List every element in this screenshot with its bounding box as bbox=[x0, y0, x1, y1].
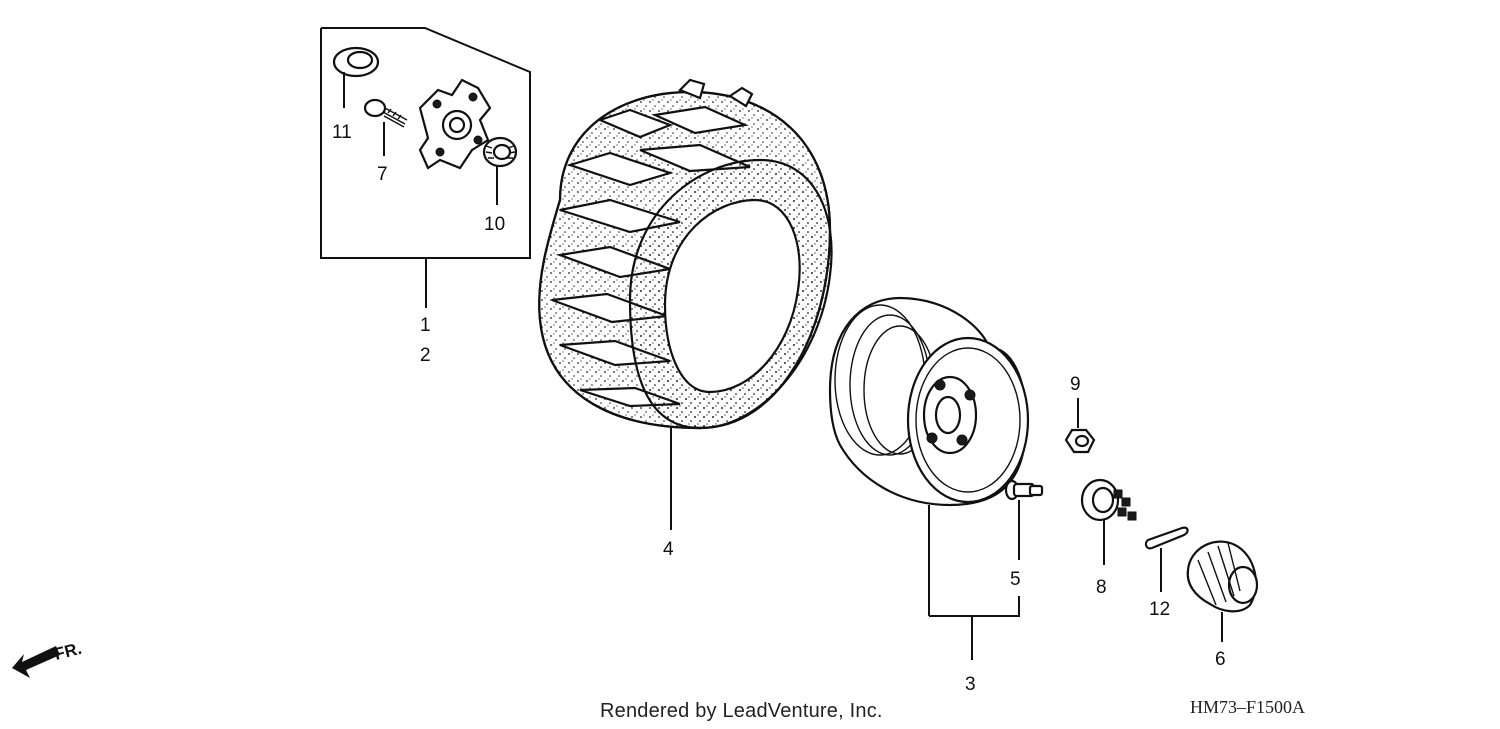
wheel-nut-icon[interactable] bbox=[1064, 428, 1096, 454]
callout-10[interactable]: 10 bbox=[484, 214, 505, 235]
callout-3[interactable]: 3 bbox=[965, 674, 976, 695]
castle-nut-icon[interactable] bbox=[1080, 478, 1137, 565]
cotter-pin-icon[interactable] bbox=[1144, 526, 1189, 592]
credit-text: Rendered by LeadVenture, Inc. bbox=[600, 700, 883, 722]
callout-2[interactable]: 2 bbox=[420, 345, 431, 366]
collar-icon[interactable] bbox=[332, 46, 380, 108]
callout-12[interactable]: 12 bbox=[1149, 599, 1170, 620]
callout-9[interactable]: 9 bbox=[1070, 374, 1081, 395]
callout-4[interactable]: 4 bbox=[663, 539, 674, 560]
callout-7[interactable]: 7 bbox=[377, 164, 388, 185]
front-direction-arrow-icon: FR. bbox=[12, 639, 84, 678]
callout-1[interactable]: 1 bbox=[420, 315, 431, 336]
wheel-rim-icon[interactable] bbox=[828, 296, 1030, 616]
callout-5[interactable]: 5 bbox=[1010, 569, 1021, 590]
hub-cap-icon[interactable] bbox=[1186, 540, 1259, 642]
callout-11[interactable]: 11 bbox=[332, 122, 352, 143]
valve-stem-icon[interactable] bbox=[1004, 479, 1044, 560]
callout-8[interactable]: 8 bbox=[1096, 577, 1107, 598]
bearing-icon[interactable] bbox=[482, 136, 518, 205]
hub-flange-icon[interactable] bbox=[418, 78, 492, 170]
bolt-icon[interactable] bbox=[363, 98, 408, 156]
hub-assembly-bracket bbox=[320, 27, 531, 308]
callout-6[interactable]: 6 bbox=[1215, 649, 1226, 670]
direction-label: FR. bbox=[52, 639, 83, 664]
diagram-code: HM73–F1500A bbox=[1190, 697, 1306, 717]
tire-icon[interactable] bbox=[538, 78, 833, 530]
